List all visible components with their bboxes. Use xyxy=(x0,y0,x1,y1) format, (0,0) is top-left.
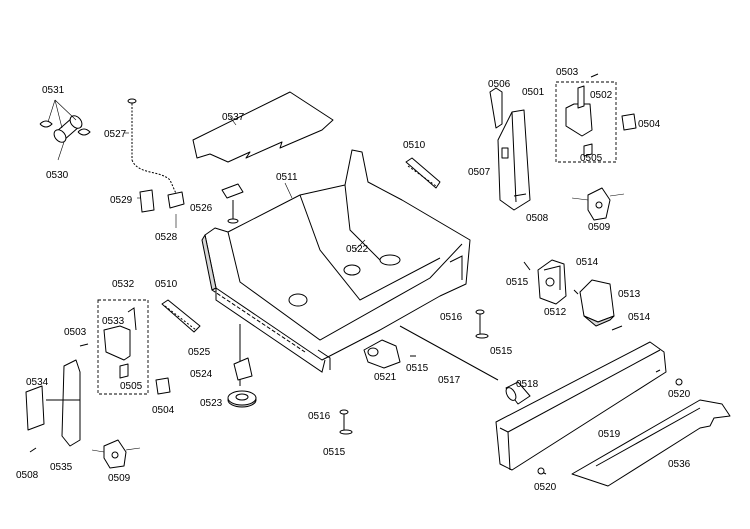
part-pump-0512[interactable] xyxy=(523,259,579,305)
part-seal-strip-0510-top[interactable] xyxy=(405,157,441,189)
label-0536: 0536 xyxy=(668,459,691,470)
label-0514-a: 0514 xyxy=(576,257,599,268)
label-0531: 0531 xyxy=(42,85,65,96)
label-0520-a: 0520 xyxy=(668,389,691,400)
label-0516-a: 0516 xyxy=(440,312,463,323)
part-screw-0520-b[interactable] xyxy=(537,467,547,475)
part-screw-0526[interactable] xyxy=(221,183,244,224)
label-0515-d: 0515 xyxy=(506,277,529,288)
label-0523: 0523 xyxy=(200,398,223,409)
label-0509-top: 0509 xyxy=(588,222,611,233)
label-0534: 0534 xyxy=(26,377,49,388)
part-screw-0516-a[interactable] xyxy=(475,309,489,339)
label-0530: 0530 xyxy=(46,170,69,181)
label-0533: 0533 xyxy=(102,316,125,327)
part-switch-0509-bottom[interactable] xyxy=(91,439,141,469)
label-0519: 0519 xyxy=(598,429,621,440)
label-0503-top: 0503 xyxy=(556,67,579,78)
part-bracket-0535[interactable] xyxy=(25,359,81,453)
label-0532: 0532 xyxy=(112,279,135,290)
label-0514-b: 0514 xyxy=(628,312,651,323)
part-base-tub-0511[interactable] xyxy=(201,149,471,373)
part-cover-0537[interactable] xyxy=(192,91,334,163)
part-float-switch-0523[interactable] xyxy=(227,324,257,408)
label-0528: 0528 xyxy=(155,232,178,243)
label-0524: 0524 xyxy=(190,369,213,380)
label-0522: 0522 xyxy=(346,244,369,255)
label-0507: 0507 xyxy=(468,167,491,178)
part-sleeve-0530[interactable] xyxy=(39,99,91,161)
label-0520-b: 0520 xyxy=(534,482,557,493)
part-relay-group-0501[interactable] xyxy=(555,73,637,163)
label-0516-b: 0516 xyxy=(308,411,331,422)
label-0502: 0502 xyxy=(590,90,613,101)
part-inlet-valve-0521[interactable] xyxy=(363,339,416,369)
part-drain-hose-0527[interactable] xyxy=(124,98,185,228)
part-relay-group-0532[interactable] xyxy=(79,299,171,395)
label-0511: 0511 xyxy=(276,172,298,183)
label-0518: 0518 xyxy=(516,379,539,390)
part-screw-0516-c[interactable] xyxy=(339,409,353,435)
label-0525: 0525 xyxy=(188,347,211,358)
label-0529: 0529 xyxy=(110,195,133,206)
label-0504-top: 0504 xyxy=(638,119,661,130)
part-plate-0536[interactable] xyxy=(571,399,731,487)
part-rod-0517[interactable] xyxy=(399,325,499,381)
label-0505-top: 0505 xyxy=(580,153,603,164)
label-0508-bottom: 0508 xyxy=(16,470,39,481)
label-0508-top: 0508 xyxy=(526,213,549,224)
label-0509-bottom: 0509 xyxy=(108,473,131,484)
part-seal-strip-0510-bottom[interactable] xyxy=(161,299,201,333)
label-0513: 0513 xyxy=(618,289,641,300)
label-0521: 0521 xyxy=(374,372,397,383)
part-switch-0509-top[interactable] xyxy=(571,187,625,221)
label-0506: 0506 xyxy=(488,79,511,90)
part-screw-0520-a[interactable] xyxy=(675,378,683,386)
label-0505-bottom: 0505 xyxy=(120,381,143,392)
label-0526: 0526 xyxy=(190,203,213,214)
label-0501: 0501 xyxy=(522,87,545,98)
label-0503-bottom: 0503 xyxy=(64,327,87,338)
label-0527: 0527 xyxy=(104,129,127,140)
label-0510-bottom: 0510 xyxy=(155,279,178,290)
part-kickplate-0519[interactable] xyxy=(495,341,667,471)
label-0515-a: 0515 xyxy=(490,346,513,357)
label-0535: 0535 xyxy=(50,462,73,473)
label-0517: 0517 xyxy=(438,375,461,386)
label-0510-top: 0510 xyxy=(403,140,426,151)
part-knob-0518[interactable] xyxy=(504,381,531,405)
label-0515-c: 0515 xyxy=(406,363,429,374)
label-0512: 0512 xyxy=(544,307,567,318)
label-0504-bottom: 0504 xyxy=(152,405,175,416)
label-0537: 0537 xyxy=(222,112,245,123)
part-bracket-0507[interactable] xyxy=(489,87,531,211)
part-cover-0513[interactable] xyxy=(579,279,623,331)
label-0515-b: 0515 xyxy=(323,447,346,458)
